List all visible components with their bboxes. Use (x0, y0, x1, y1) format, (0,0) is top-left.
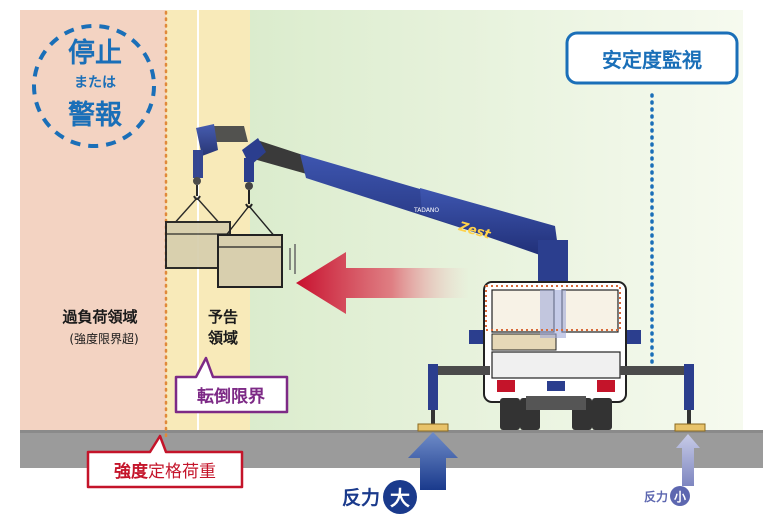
alarm-text: 警報 (68, 100, 123, 131)
stop-text: 停止 (68, 37, 122, 69)
small-marker (670, 486, 690, 506)
or-text: または (74, 75, 116, 91)
maker-logo: TADANO (413, 207, 439, 214)
svg-text:安定度監視: 安定度監視 (602, 48, 702, 72)
boom-extension-arrow (296, 252, 470, 314)
crane-boom: TADANO Zest (217, 138, 568, 294)
reaction-small-label: 反力 (644, 489, 668, 504)
stability-monitoring-label: 安定度監視 (565, 31, 739, 85)
ground-edge (20, 430, 763, 433)
svg-text:転倒限界: 転倒限界 (197, 386, 265, 407)
warning-zone-line2: 領域 (208, 329, 238, 347)
overload-zone-title: 過負荷領域 (61, 308, 137, 326)
strength-rated-load-callout: 強度定格荷重 (86, 434, 244, 489)
large-marker (383, 480, 417, 514)
strength-text: 強度 (114, 461, 149, 482)
large-marker-text: 大 (390, 486, 410, 510)
truck (469, 281, 641, 430)
rated-load-text: 定格荷重 (148, 462, 216, 482)
stop-or-alarm-badge: 停止 または 警報 (32, 24, 156, 148)
overload-zone (20, 10, 166, 430)
svg-text:強度定格荷重: 強度定格荷重 (114, 461, 216, 482)
large-reaction-arrow (408, 432, 458, 490)
small-marker-text: 小 (674, 489, 686, 504)
reaction-large-label: 反力 (342, 486, 380, 509)
small-reaction-arrow (676, 434, 700, 486)
tipping-limit-callout: 転倒限界 (174, 356, 289, 414)
warning-zone-line1: 予告 (208, 308, 238, 326)
overload-zone-subtitle: (強度限界超) (69, 331, 138, 346)
outriggers (417, 364, 706, 432)
